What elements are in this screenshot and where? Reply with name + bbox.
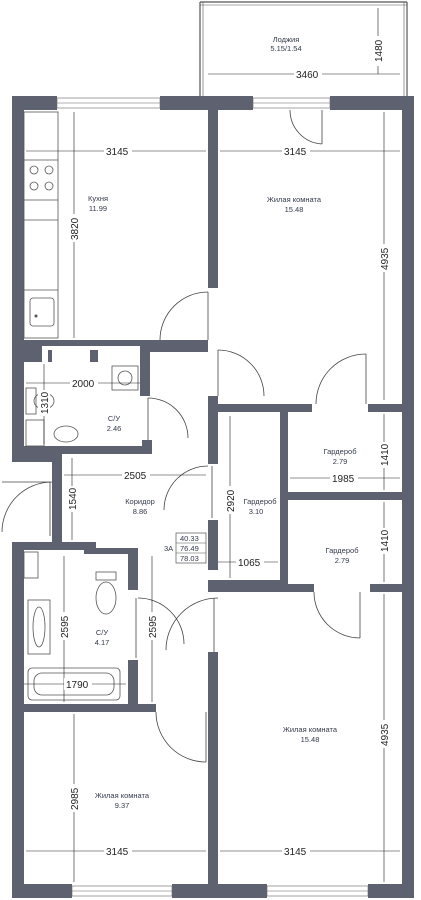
dim-kitchen-width: 3145 <box>106 147 129 158</box>
doors <box>1 109 367 763</box>
walls <box>12 96 414 898</box>
dim-living-bottom-right-width: 3145 <box>284 847 307 858</box>
dim-living-bottom-left-width: 3145 <box>106 847 129 858</box>
dim-living-top-height: 4935 <box>380 247 391 270</box>
dim-loggia-height: 1480 <box>374 39 385 62</box>
area-summary-box: 3А 40.33 76.49 78.03 <box>164 532 207 564</box>
summary-rooms-label: 3А <box>164 544 173 553</box>
dim-corridor-width: 2505 <box>124 471 147 482</box>
dimension-labels: 1480 3460 3145 3145 3820 4935 2000 1310 … <box>38 36 391 858</box>
room-area-closet-right-top: 2.79 <box>333 457 348 466</box>
dim-living-bottom-right-height: 4935 <box>380 723 391 746</box>
dim-closet-mid-height: 2920 <box>226 489 237 512</box>
room-name-living-bottom-right: Жилая комната <box>283 725 338 734</box>
room-area-living-top: 15.48 <box>285 205 304 214</box>
room-name-bath-top: С/У <box>108 414 121 423</box>
dim-bath-bottom-width: 1790 <box>66 680 89 691</box>
dim-closet-bottom-height: 1410 <box>380 529 391 552</box>
dim-bath-top-height: 1310 <box>40 391 51 414</box>
room-name-loggia: Лоджия <box>273 35 300 44</box>
room-area-bath-top: 2.46 <box>107 424 122 433</box>
room-labels: Лоджия 5.15/1.54 Кухня 11.99 Жилая комна… <box>88 35 359 810</box>
dim-bath-bottom-height-left: 2595 <box>60 615 71 638</box>
room-name-corridor: Коридор <box>125 497 155 506</box>
bath-bottom-fixtures <box>23 551 121 701</box>
room-area-kitchen: 11.99 <box>89 204 107 213</box>
room-name-bath-bottom: С/У <box>96 628 109 637</box>
room-name-kitchen: Кухня <box>88 194 108 203</box>
dim-closet-top-width: 1985 <box>332 474 355 485</box>
room-area-bath-bottom: 4.17 <box>95 638 110 647</box>
room-area-living-bottom-right: 15.48 <box>301 735 320 744</box>
room-area-corridor: 8.86 <box>133 507 148 516</box>
room-area-closet-mid: 3.10 <box>249 507 264 516</box>
room-name-living-bottom-left: Жилая комната <box>95 791 150 800</box>
summary-total-with-loggia: 78.03 <box>180 554 199 563</box>
room-area-closet-right-bottom: 2.79 <box>335 556 350 565</box>
dim-corridor-height: 1540 <box>68 487 79 510</box>
dim-closet-top-height: 1410 <box>380 443 391 466</box>
dim-living-bottom-left-height: 2985 <box>70 787 81 810</box>
room-name-closet-right-bottom: Гардероб <box>326 546 359 555</box>
dim-closet-mid-width: 1065 <box>238 558 261 569</box>
room-name-closet-right-top: Гардероб <box>324 447 357 456</box>
dim-loggia-width: 3460 <box>296 70 319 81</box>
dim-living-top-width: 3145 <box>284 147 307 158</box>
dim-bath-bottom-height-right: 2595 <box>148 615 159 638</box>
room-area-loggia: 5.15/1.54 <box>270 44 301 53</box>
room-area-living-bottom-left: 9.37 <box>115 801 130 810</box>
room-name-closet-mid: Гардероб <box>244 497 277 506</box>
summary-total-area: 76.49 <box>180 544 199 553</box>
kitchen-fixtures <box>23 111 59 339</box>
loggia-outline <box>199 1 408 96</box>
dim-bath-top-width: 2000 <box>72 379 95 390</box>
summary-living-area: 40.33 <box>180 534 199 543</box>
room-name-living-top: Жилая комната <box>267 195 322 204</box>
dim-kitchen-height: 3820 <box>70 217 81 240</box>
